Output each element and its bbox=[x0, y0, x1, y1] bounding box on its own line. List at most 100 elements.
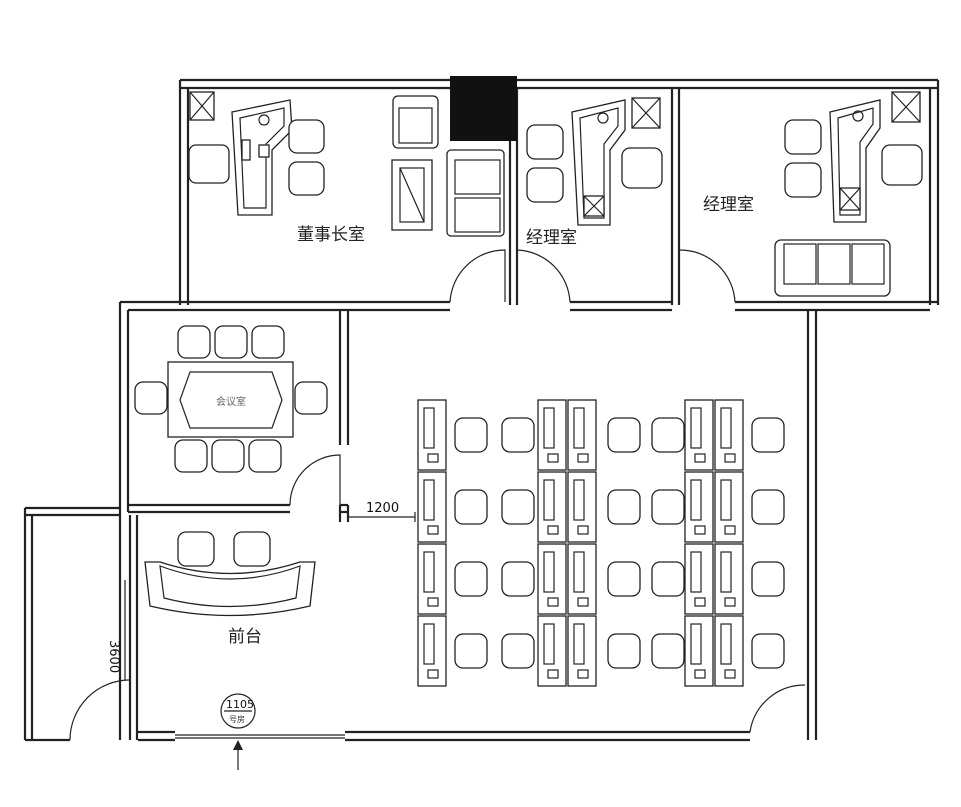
workstation-chair bbox=[651, 489, 685, 525]
workstation-desk bbox=[567, 543, 597, 615]
workstation-monitor bbox=[543, 551, 555, 593]
workstation-phone bbox=[427, 597, 439, 607]
walls bbox=[23, 78, 940, 742]
workstation-chair bbox=[751, 633, 785, 669]
workstation-chair bbox=[454, 489, 488, 525]
workstation-phone bbox=[427, 525, 439, 535]
workstation-desk bbox=[684, 471, 714, 543]
dimension-lines bbox=[124, 512, 416, 680]
workstation-phone bbox=[724, 453, 736, 463]
workstation-chair bbox=[751, 489, 785, 525]
workstation-phone bbox=[577, 453, 589, 463]
workstation-desk bbox=[714, 543, 744, 615]
room-label-chairman: 董事长室 bbox=[297, 225, 365, 245]
workstation-monitor bbox=[573, 623, 585, 665]
room-label-meeting: 会议室 bbox=[216, 395, 246, 408]
workstation-desk bbox=[567, 615, 597, 687]
workstation-desk bbox=[714, 399, 744, 471]
workstation-desk bbox=[537, 471, 567, 543]
workstation-chair bbox=[454, 633, 488, 669]
workstation-desk bbox=[417, 615, 447, 687]
workstation-desk bbox=[684, 615, 714, 687]
workstation-phone bbox=[694, 525, 706, 535]
workstation-chair bbox=[454, 561, 488, 597]
workstation-desk bbox=[417, 471, 447, 543]
workstation-chair bbox=[607, 417, 641, 453]
workstation-monitor bbox=[423, 623, 435, 665]
workstation-phone bbox=[724, 669, 736, 679]
reception-furniture bbox=[144, 531, 316, 617]
workstation-desk bbox=[567, 399, 597, 471]
workstation-phone bbox=[694, 597, 706, 607]
workstation-desk bbox=[537, 399, 567, 471]
workstation-chair bbox=[501, 417, 535, 453]
workstation-phone bbox=[547, 453, 559, 463]
workstation-chair bbox=[751, 561, 785, 597]
workstation-phone bbox=[724, 525, 736, 535]
workstation-phone bbox=[547, 669, 559, 679]
workstation-chair bbox=[651, 561, 685, 597]
workstation-chair bbox=[651, 633, 685, 669]
workstation-monitor bbox=[543, 479, 555, 521]
workstation-monitor bbox=[720, 479, 732, 521]
structural-column bbox=[450, 76, 517, 141]
workstation-chair bbox=[501, 561, 535, 597]
chairman-office-furniture bbox=[188, 91, 505, 237]
workstation-desk bbox=[417, 543, 447, 615]
workstation-chair bbox=[454, 417, 488, 453]
workstation-monitor bbox=[573, 551, 585, 593]
workstation-phone bbox=[427, 453, 439, 463]
workstation-desk bbox=[537, 615, 567, 687]
workstation-phone bbox=[577, 669, 589, 679]
workstation-chair bbox=[501, 633, 535, 669]
workstation-monitor bbox=[690, 623, 702, 665]
entrance-room-suffix: 号房 bbox=[229, 714, 245, 724]
workstation-desk bbox=[567, 471, 597, 543]
workstation-desk bbox=[684, 543, 714, 615]
workstation-chair bbox=[751, 417, 785, 453]
workstation-desk bbox=[684, 399, 714, 471]
room-label-manager-1: 经理室 bbox=[526, 228, 577, 248]
workstation-monitor bbox=[423, 407, 435, 449]
entrance bbox=[220, 693, 256, 770]
workstation-monitor bbox=[720, 623, 732, 665]
workstation-monitor bbox=[543, 407, 555, 449]
workstation-phone bbox=[427, 669, 439, 679]
manager-office-2-furniture bbox=[774, 91, 923, 297]
workstation-monitor bbox=[543, 623, 555, 665]
workstation-phone bbox=[547, 597, 559, 607]
room-label-reception: 前台 bbox=[228, 627, 262, 647]
workstation-monitor bbox=[690, 479, 702, 521]
workstation-desk bbox=[714, 615, 744, 687]
workstation-phone bbox=[724, 597, 736, 607]
room-label-manager-2: 经理室 bbox=[703, 195, 754, 215]
workstation-desk bbox=[714, 471, 744, 543]
workstation-phone bbox=[547, 525, 559, 535]
workstation-phone bbox=[694, 453, 706, 463]
workstation-phone bbox=[694, 669, 706, 679]
workstation-monitor bbox=[690, 551, 702, 593]
workstation-monitor bbox=[423, 479, 435, 521]
workstation-desk bbox=[417, 399, 447, 471]
workstation-cluster bbox=[417, 399, 785, 687]
workstation-monitor bbox=[690, 407, 702, 449]
workstation-desk bbox=[537, 543, 567, 615]
manager-office-1-furniture bbox=[526, 97, 663, 226]
workstation-monitor bbox=[720, 551, 732, 593]
workstation-chair bbox=[607, 561, 641, 597]
workstation-monitor bbox=[423, 551, 435, 593]
workstation-chair bbox=[501, 489, 535, 525]
workstation-monitor bbox=[573, 479, 585, 521]
doors bbox=[69, 249, 806, 741]
dimension-reception: 3600 bbox=[106, 640, 121, 673]
workstation-monitor bbox=[720, 407, 732, 449]
workstation-phone bbox=[577, 597, 589, 607]
workstation-chair bbox=[607, 489, 641, 525]
workstation-monitor bbox=[573, 407, 585, 449]
entrance-room-number: 1105 bbox=[226, 698, 254, 711]
workstation-phone bbox=[577, 525, 589, 535]
dimension-corridor: 1200 bbox=[366, 501, 399, 516]
meeting-room-furniture bbox=[134, 325, 328, 473]
workstation-chair bbox=[607, 633, 641, 669]
